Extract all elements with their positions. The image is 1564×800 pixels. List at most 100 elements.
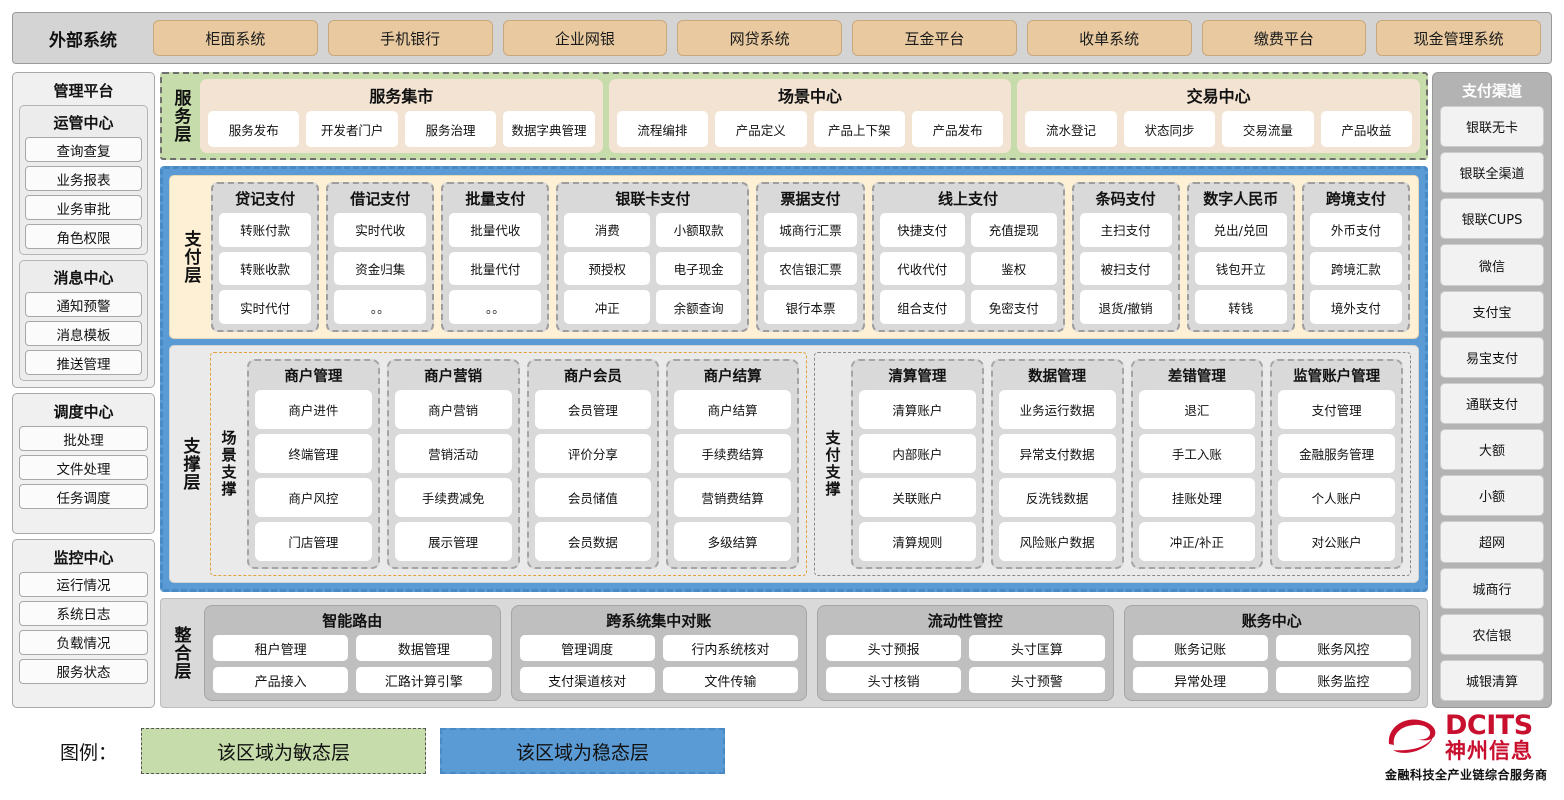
support-item[interactable]: 终端管理	[255, 434, 372, 473]
external-system-chip[interactable]: 企业网银	[502, 20, 668, 56]
service-item[interactable]: 交易流量	[1222, 111, 1314, 147]
payment-item[interactable]: 银行本票	[764, 290, 857, 325]
service-item[interactable]: 状态同步	[1123, 111, 1216, 147]
support-item[interactable]: 会员数据	[534, 522, 652, 561]
integration-item[interactable]: 支付渠道核对	[519, 667, 655, 693]
payment-channel-item[interactable]: 农信银	[1440, 613, 1544, 655]
service-item[interactable]: 数据字典管理	[503, 111, 595, 147]
management-item[interactable]: 运行情况	[19, 571, 148, 597]
support-item[interactable]: 会员储值	[534, 478, 652, 517]
management-item[interactable]: 批处理	[19, 426, 148, 451]
management-item[interactable]: 通知预警	[25, 292, 142, 317]
management-item[interactable]: 消息模板	[25, 321, 142, 346]
support-item[interactable]: 会员管理	[534, 390, 652, 429]
external-system-chip[interactable]: 互金平台	[852, 20, 1017, 56]
payment-item[interactable]: 批量代付	[449, 251, 542, 286]
payment-item[interactable]: 。。	[334, 290, 427, 325]
integration-item[interactable]: 管理调度	[519, 635, 655, 661]
external-system-chip[interactable]: 柜面系统	[153, 20, 318, 56]
payment-channel-item[interactable]: 通联支付	[1440, 382, 1544, 425]
payment-item[interactable]: 境外支付	[1309, 290, 1402, 325]
service-item[interactable]: 流程编排	[616, 111, 709, 147]
support-item[interactable]: 业务运行数据	[998, 390, 1116, 429]
payment-channel-item[interactable]: 支付宝	[1440, 290, 1544, 332]
external-system-chip[interactable]: 手机银行	[327, 20, 493, 56]
external-system-chip[interactable]: 缴费平台	[1201, 20, 1367, 56]
support-item[interactable]: 手续费结算	[674, 434, 791, 473]
management-item[interactable]: 业务报表	[25, 166, 142, 191]
support-item[interactable]: 门店管理	[255, 522, 372, 561]
payment-item[interactable]: 退货/撤销	[1079, 290, 1172, 325]
integration-item[interactable]: 租户管理	[213, 635, 349, 661]
integration-item[interactable]: 账务风控	[1275, 635, 1411, 661]
support-item[interactable]: 商户结算	[674, 390, 791, 429]
support-item[interactable]: 手续费减免	[394, 478, 512, 517]
integration-item[interactable]: 数据管理	[356, 635, 492, 661]
payment-item[interactable]: 转账付款	[219, 213, 312, 247]
payment-item[interactable]: 。。	[449, 290, 542, 325]
payment-channel-item[interactable]: 超网	[1440, 521, 1544, 563]
support-item[interactable]: 个人账户	[1278, 478, 1395, 517]
service-item[interactable]: 服务发布	[208, 111, 300, 147]
support-item[interactable]: 内部账户	[859, 434, 976, 473]
service-item[interactable]: 流水登记	[1025, 111, 1117, 147]
payment-item[interactable]: 余额查询	[655, 290, 742, 325]
payment-channel-item[interactable]: 城商行	[1440, 567, 1544, 609]
external-system-chip[interactable]: 现金管理系统	[1376, 20, 1541, 56]
support-item[interactable]: 商户风控	[255, 478, 372, 517]
support-item[interactable]: 展示管理	[394, 522, 512, 561]
payment-item[interactable]: 被扫支付	[1079, 251, 1172, 286]
payment-item[interactable]: 小额取款	[655, 213, 742, 247]
payment-item[interactable]: 消费	[564, 213, 650, 247]
support-item[interactable]: 营销活动	[394, 434, 512, 473]
support-item[interactable]: 手工入账	[1138, 434, 1256, 473]
payment-item[interactable]: 实时代付	[219, 290, 312, 325]
support-item[interactable]: 异常支付数据	[998, 434, 1116, 473]
payment-channel-item[interactable]: 银联无卡	[1440, 106, 1544, 148]
support-item[interactable]: 商户营销	[394, 390, 512, 429]
payment-item[interactable]: 充值提现	[971, 213, 1057, 247]
integration-item[interactable]: 产品接入	[213, 667, 349, 693]
payment-channel-item[interactable]: 小额	[1440, 475, 1544, 517]
support-item[interactable]: 退汇	[1138, 390, 1256, 429]
support-item[interactable]: 支付管理	[1278, 390, 1395, 429]
payment-channel-item[interactable]: 银联全渠道	[1440, 152, 1544, 194]
payment-item[interactable]: 兑出/兑回	[1194, 213, 1287, 247]
payment-item[interactable]: 跨境汇款	[1309, 251, 1402, 286]
payment-item[interactable]: 农信银汇票	[764, 251, 857, 286]
payment-item[interactable]: 电子现金	[655, 251, 742, 286]
service-item[interactable]: 服务治理	[404, 111, 497, 147]
support-item[interactable]: 评价分享	[534, 434, 652, 473]
payment-item[interactable]: 代收代付	[879, 251, 966, 286]
integration-item[interactable]: 头寸核销	[826, 667, 962, 693]
service-item[interactable]: 产品发布	[911, 111, 1004, 147]
integration-item[interactable]: 头寸预报	[826, 635, 962, 661]
management-item[interactable]: 查询查复	[25, 137, 142, 162]
payment-item[interactable]: 转账收款	[219, 251, 312, 286]
payment-item[interactable]: 快捷支付	[879, 213, 966, 247]
payment-channel-item[interactable]: 微信	[1440, 244, 1544, 286]
payment-item[interactable]: 组合支付	[879, 290, 966, 325]
payment-item[interactable]: 批量代收	[449, 213, 542, 247]
payment-item[interactable]: 转钱	[1194, 290, 1287, 325]
support-item[interactable]: 清算规则	[859, 522, 976, 561]
payment-item[interactable]: 城商行汇票	[764, 213, 857, 247]
support-item[interactable]: 冲正/补正	[1138, 522, 1256, 561]
service-item[interactable]: 产品收益	[1320, 111, 1413, 147]
management-item[interactable]: 系统日志	[19, 600, 148, 626]
service-item[interactable]: 开发者门户	[306, 111, 398, 147]
payment-channel-item[interactable]: 城银清算	[1440, 659, 1544, 702]
integration-item[interactable]: 汇路计算引擎	[356, 667, 492, 693]
payment-item[interactable]: 主扫支付	[1079, 213, 1172, 247]
integration-item[interactable]: 行内系统核对	[662, 635, 798, 661]
support-item[interactable]: 清算账户	[859, 390, 976, 429]
integration-item[interactable]: 头寸匡算	[969, 635, 1105, 661]
management-item[interactable]: 角色权限	[25, 224, 142, 249]
integration-item[interactable]: 账务记账	[1132, 635, 1268, 661]
payment-item[interactable]: 免密支付	[971, 290, 1057, 325]
support-item[interactable]: 风险账户数据	[998, 522, 1116, 561]
integration-item[interactable]: 异常处理	[1132, 667, 1268, 693]
management-item[interactable]: 文件处理	[19, 455, 148, 480]
support-item[interactable]: 挂账处理	[1138, 478, 1256, 517]
integration-item[interactable]: 头寸预警	[969, 667, 1105, 693]
